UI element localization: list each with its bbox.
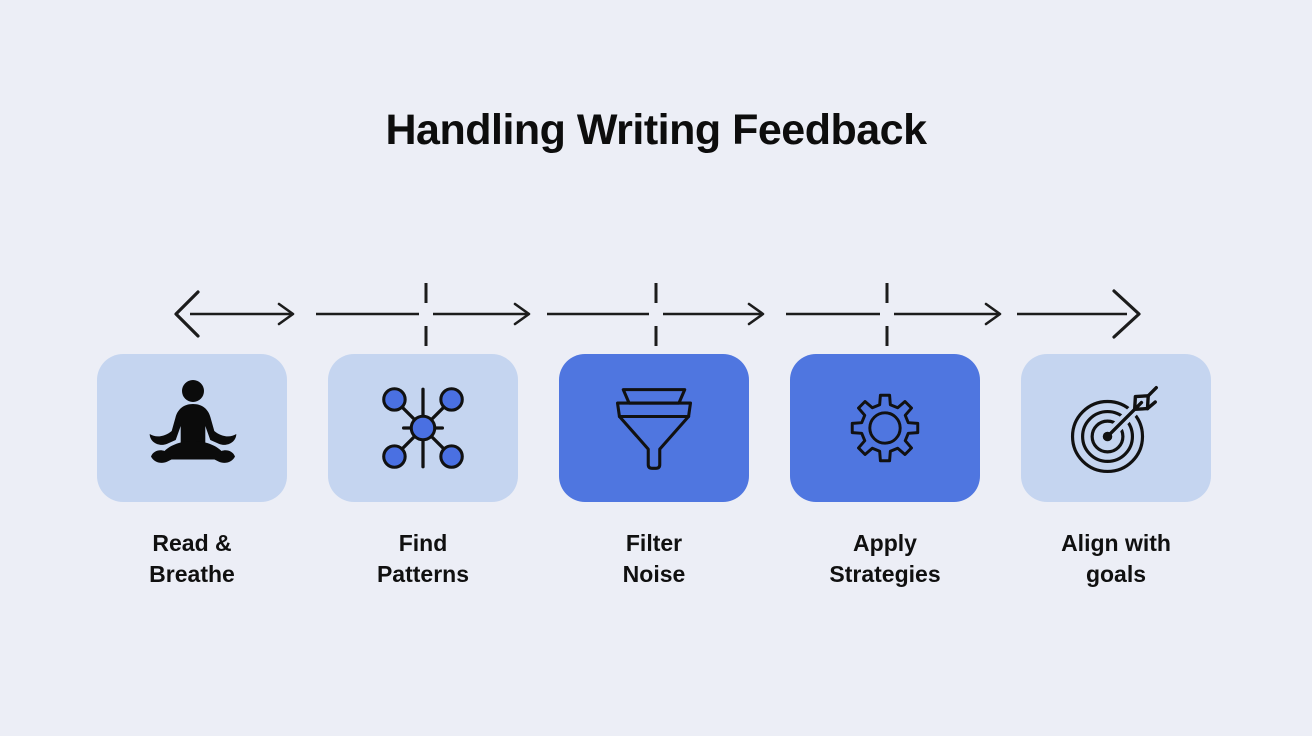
page-title: Handling Writing Feedback — [385, 106, 927, 154]
step-label: Filter Noise — [622, 530, 686, 587]
step-card — [328, 354, 518, 502]
meditation-person-icon — [149, 380, 237, 463]
arrowhead-icon — [747, 302, 765, 326]
step-card — [790, 354, 980, 502]
step-label: Read & Breathe — [149, 530, 235, 587]
step-label: Find Patterns — [376, 530, 470, 587]
left-chevron-icon — [174, 290, 200, 338]
step-filter-noise: Filter Noise — [559, 354, 749, 590]
step-card — [97, 354, 287, 502]
step-card — [559, 354, 749, 502]
target-arrow-icon — [1070, 386, 1158, 474]
step-apply-strategies: Apply Strategies — [790, 354, 980, 590]
gear-icon — [850, 393, 920, 463]
funnel-icon — [615, 388, 693, 470]
step-find-patterns: Find Patterns — [328, 354, 518, 590]
arrowhead-icon — [984, 302, 1002, 326]
step-label: Apply Strategies — [829, 530, 941, 587]
arrowhead-icon — [277, 302, 295, 326]
flow-arrows-graphic — [174, 283, 1141, 346]
right-chevron-icon — [1112, 289, 1141, 339]
arrowhead-icon — [513, 302, 531, 326]
step-card — [1021, 354, 1211, 502]
step-align-goals: Align with goals — [1021, 354, 1211, 590]
network-nodes-icon — [382, 387, 464, 469]
step-label: Align with goals — [1061, 530, 1171, 587]
step-read-breathe: Read & Breathe — [97, 354, 287, 590]
